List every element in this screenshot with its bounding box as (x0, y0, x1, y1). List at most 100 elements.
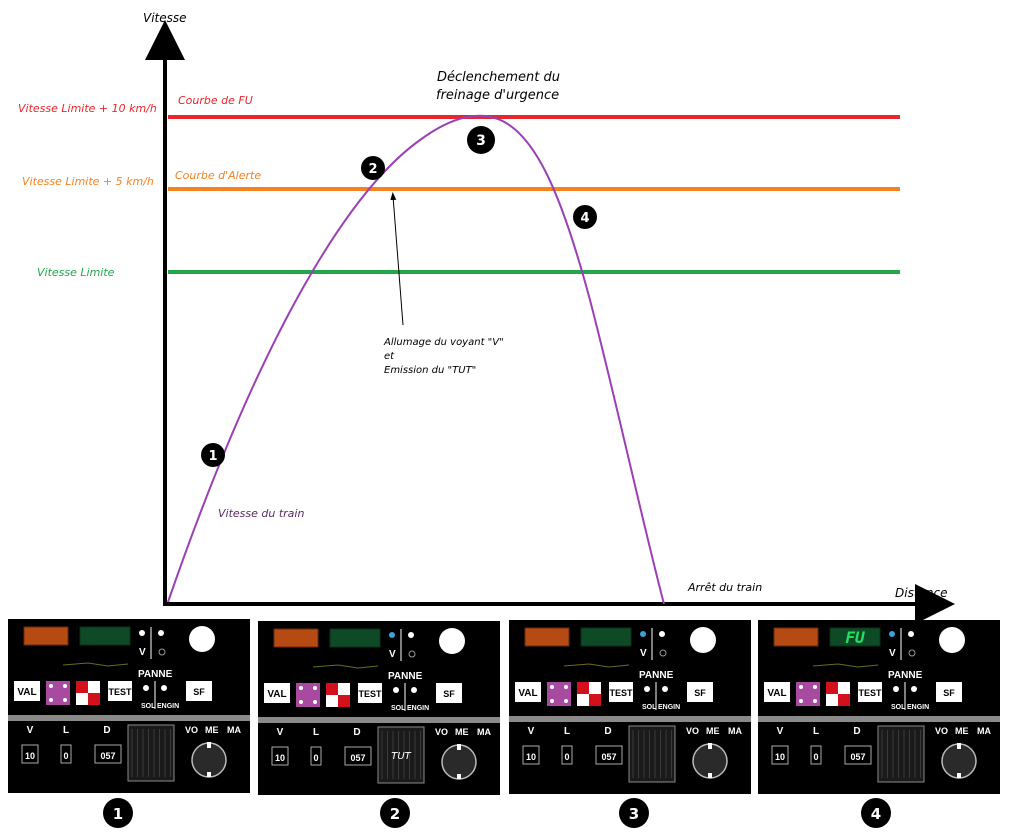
chart-marker-4: 4 (573, 205, 597, 229)
panel-divider (758, 716, 1000, 722)
d-value: 057 (601, 752, 616, 762)
val-button-label: VAL (267, 689, 286, 700)
train-stop-label: Arrêt du train (687, 581, 762, 594)
checker-cell (88, 693, 100, 705)
test-button[interactable] (858, 682, 882, 702)
mode-selector-knob[interactable] (941, 743, 977, 779)
knob-pointer-top (207, 742, 211, 748)
val-button-label: VAL (17, 687, 36, 698)
col-l-label: L (63, 725, 69, 736)
green-display (829, 627, 881, 647)
pink-indicator-dot (49, 684, 53, 688)
l-value: 0 (813, 752, 818, 762)
train-speed-label: Vitesse du train (218, 507, 304, 520)
pink-indicator-dot (799, 685, 803, 689)
mode-selector-knob[interactable] (441, 744, 477, 780)
alert-curve-label: Courbe d'Alerte (175, 169, 261, 182)
panel-graphic (563, 663, 630, 668)
svg-text:4: 4 (580, 211, 589, 226)
pink-indicator-dot (550, 699, 554, 703)
x-axis-label: Distance (895, 586, 947, 600)
val-button[interactable] (764, 682, 790, 702)
limit-level-label: Vitesse Limite (37, 266, 115, 279)
pink-indicator-dot (313, 686, 317, 690)
panel-marker-1: 1 (103, 798, 133, 828)
svg-text:1: 1 (208, 449, 217, 464)
sf-button[interactable] (436, 683, 462, 703)
svg-text:2: 2 (390, 805, 400, 823)
sf-button[interactable] (687, 682, 713, 702)
panel-graphic (62, 662, 129, 667)
ma-label: MA (977, 726, 991, 736)
panel-graphic (812, 663, 879, 668)
v-lamp (139, 630, 145, 636)
pink-indicator-dot (299, 686, 303, 690)
val-button[interactable] (14, 681, 40, 701)
round-button[interactable] (690, 627, 716, 653)
round-button[interactable] (189, 626, 215, 652)
sol-lamp (143, 685, 149, 691)
d-value: 057 (850, 752, 865, 762)
engin-lamp (662, 686, 668, 692)
d-value-box (344, 746, 372, 766)
panel-marker-4: 4 (861, 798, 891, 828)
orange-display (23, 626, 69, 646)
test-button[interactable] (609, 682, 633, 702)
round-button[interactable] (939, 627, 965, 653)
engin-label: ENGIN (658, 704, 680, 711)
val-button-label: VAL (518, 688, 537, 699)
orange-display (773, 627, 819, 647)
col-v-label: V (528, 726, 535, 737)
v-lamp (640, 631, 646, 637)
round-button[interactable] (439, 628, 465, 654)
mode-selector-knob[interactable] (692, 743, 728, 779)
chart-marker-1: 1 (201, 443, 225, 467)
test-button-label: TEST (358, 689, 382, 699)
checker-cell (577, 682, 589, 694)
horn-icon (158, 648, 166, 656)
v-value: 10 (25, 751, 35, 761)
sf-button[interactable] (186, 681, 212, 701)
knob-pointer-bottom (708, 773, 712, 778)
v-value: 10 (775, 752, 785, 762)
mode-selector-knob[interactable] (191, 742, 227, 778)
col-v-label: V (27, 725, 34, 736)
sol-label: SOL (141, 703, 156, 710)
col-v-label: V (777, 726, 784, 737)
white-lamp (408, 632, 414, 638)
vo-label: VO (435, 727, 448, 737)
val-button[interactable] (515, 682, 541, 702)
panne-label: PANNE (888, 670, 923, 681)
emergency-annotation-1: Déclenchement du (437, 70, 560, 85)
knob-pointer-bottom (957, 773, 961, 778)
knob-pointer-bottom (207, 772, 211, 777)
val-button[interactable] (264, 683, 290, 703)
ma-label: MA (728, 726, 742, 736)
pink-indicator-dot (49, 698, 53, 702)
alert-level-label: Vitesse Limite + 5 km/h (22, 175, 154, 188)
test-button[interactable] (108, 681, 132, 701)
panel-divider (8, 715, 250, 721)
l-value: 0 (313, 753, 318, 763)
vo-label: VO (185, 725, 198, 735)
v-value-box (522, 745, 540, 765)
v-lamp (389, 632, 395, 638)
test-button[interactable] (358, 683, 382, 703)
checker-cell (589, 694, 601, 706)
v-value-box (771, 745, 789, 765)
col-v-label: V (277, 727, 284, 738)
panel-divider (509, 716, 751, 722)
sol-label: SOL (891, 704, 906, 711)
engin-label: ENGIN (407, 705, 429, 712)
sf-button-label: SF (193, 687, 205, 697)
sf-button[interactable] (936, 682, 962, 702)
voyant-arrow (390, 192, 404, 326)
knob-pointer-bottom (457, 774, 461, 779)
green-display (329, 628, 381, 648)
col-d-label: D (853, 726, 860, 737)
pink-indicator-dot (799, 699, 803, 703)
panel-marker-3: 3 (619, 798, 649, 828)
test-button-label: TEST (609, 688, 633, 698)
